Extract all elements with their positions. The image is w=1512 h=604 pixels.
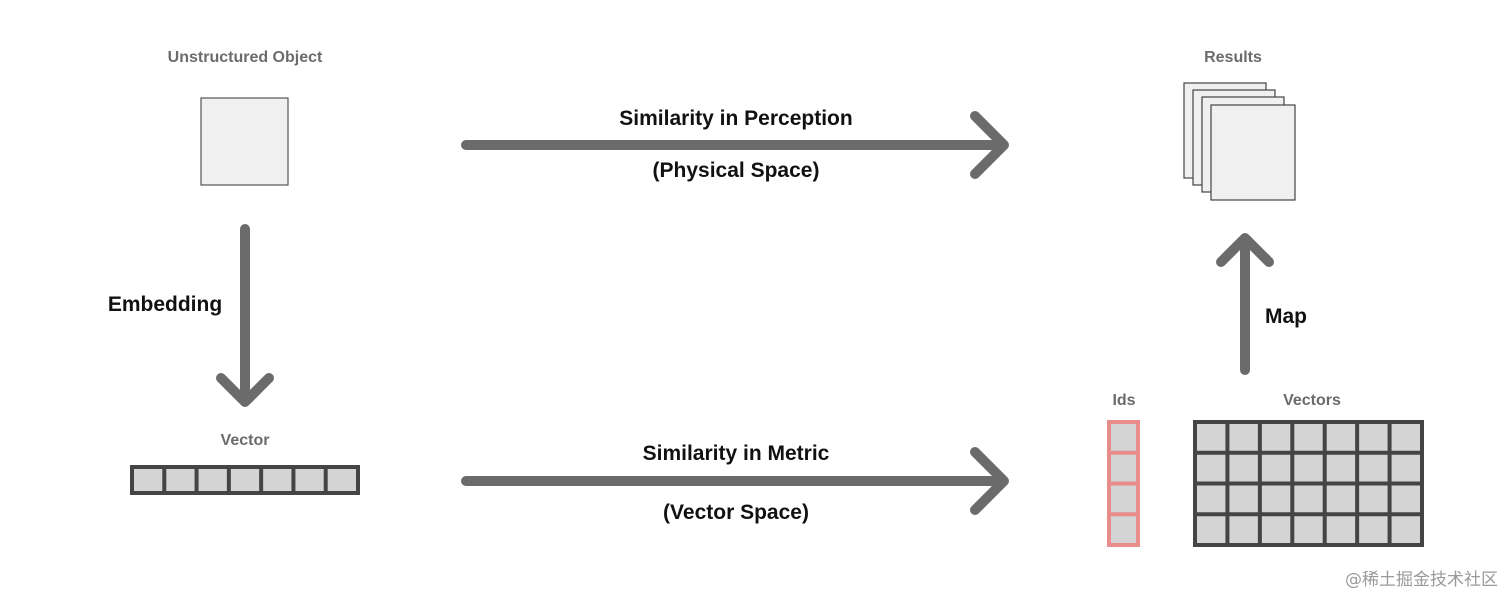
embedding-label: Embedding xyxy=(108,293,222,316)
vectors-cell xyxy=(1229,424,1258,451)
vector-cell xyxy=(134,469,163,491)
vectors-cell xyxy=(1326,485,1356,513)
vectors-label: Vectors xyxy=(1283,392,1341,409)
metric-arrow xyxy=(461,447,1009,515)
vectors-cell xyxy=(1391,485,1420,513)
similarity-perception-label: Similarity in Perception xyxy=(619,107,852,130)
vectors-cell xyxy=(1359,424,1388,451)
vectors-cell xyxy=(1359,454,1388,482)
vector-cell xyxy=(198,469,227,491)
vectors-cell xyxy=(1326,424,1356,451)
vectors-cell xyxy=(1229,516,1258,543)
vectors-cell xyxy=(1391,454,1420,482)
vector-cell xyxy=(166,469,195,491)
embedding-arrow xyxy=(216,224,274,407)
vector-space-label: (Vector Space) xyxy=(663,501,809,524)
map-arrow xyxy=(1216,233,1274,375)
ids-label: Ids xyxy=(1112,392,1135,409)
vector-cell xyxy=(295,469,324,491)
vectors-cell xyxy=(1197,424,1226,451)
vectors-cell xyxy=(1229,454,1258,482)
vectors-cell xyxy=(1326,454,1356,482)
id-cell xyxy=(1111,424,1136,451)
vectors-cell xyxy=(1197,454,1226,482)
vectors-cell xyxy=(1326,516,1356,543)
vector-cell xyxy=(263,469,292,491)
vectors-cell xyxy=(1261,516,1291,543)
vectors-cell xyxy=(1294,485,1323,513)
vectors-cell xyxy=(1359,516,1388,543)
vectors-cell xyxy=(1391,424,1420,451)
vectors-cell xyxy=(1391,516,1420,543)
unstructured-object-box xyxy=(200,97,289,186)
vectors-grid xyxy=(1193,420,1424,547)
vector-cell xyxy=(327,469,356,491)
physical-space-label: (Physical Space) xyxy=(653,159,820,182)
vectors-cell xyxy=(1197,485,1226,513)
ids-column xyxy=(1107,420,1140,547)
map-label: Map xyxy=(1265,305,1307,328)
vectors-cell xyxy=(1294,516,1323,543)
similarity-metric-label: Similarity in Metric xyxy=(643,442,830,465)
results-label: Results xyxy=(1204,49,1262,66)
id-cell xyxy=(1111,485,1136,513)
vectors-cell xyxy=(1294,454,1323,482)
vector-cell xyxy=(230,469,260,491)
results-stack xyxy=(1183,82,1296,201)
unstructured-object-label: Unstructured Object xyxy=(168,49,323,66)
vectors-cell xyxy=(1359,485,1388,513)
vectors-cell xyxy=(1294,424,1323,451)
vectors-cell xyxy=(1261,454,1291,482)
perception-arrow xyxy=(461,111,1009,179)
vectors-cell xyxy=(1261,485,1291,513)
watermark: @稀土掘金技术社区 xyxy=(1345,570,1498,590)
vector-strip xyxy=(130,465,360,495)
vector-label: Vector xyxy=(221,432,270,449)
result-page xyxy=(1210,104,1296,201)
vectors-cell xyxy=(1261,424,1291,451)
vectors-cell xyxy=(1197,516,1226,543)
vectors-cell xyxy=(1229,485,1258,513)
id-cell xyxy=(1111,454,1136,482)
id-cell xyxy=(1111,516,1136,543)
